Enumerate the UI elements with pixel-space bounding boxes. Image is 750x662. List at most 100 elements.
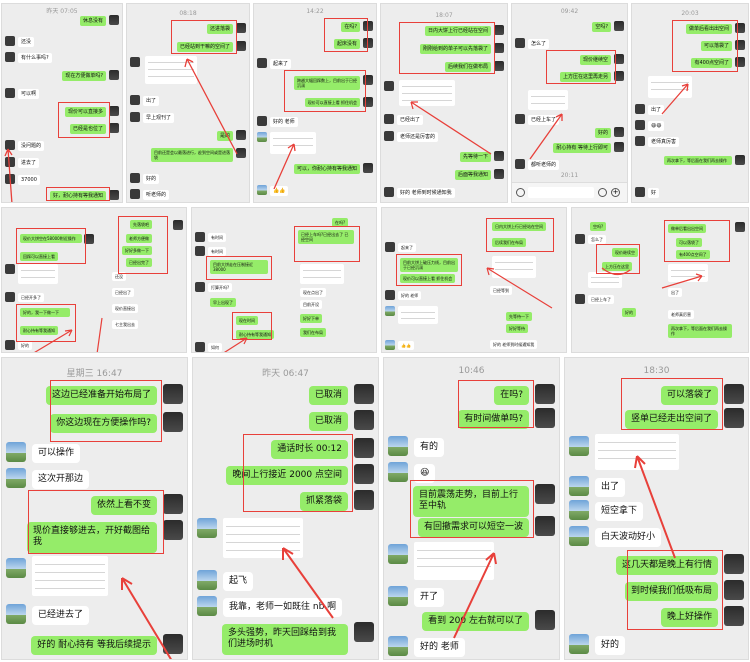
message: 晚间上行接近 2000 点空间 <box>226 466 348 486</box>
chat-screenshot-4: 18:07 日内大饼上行已经站在空间 刚刚给到的单子可以先落袋了 后续我们在做布… <box>380 3 508 203</box>
avatar <box>130 112 140 122</box>
trade-screenshot-card <box>223 518 303 558</box>
avatar <box>735 23 745 33</box>
avatar <box>236 130 246 140</box>
avatar <box>569 476 589 496</box>
message: 好的 老师 <box>398 291 422 300</box>
trade-screenshot-card <box>668 264 708 282</box>
message: 再次拿下，等后面在我们再去操作 <box>668 324 732 338</box>
highlight-box <box>118 216 168 274</box>
message-input[interactable] <box>528 187 594 198</box>
message: 你这边现在方便操作吗? <box>50 414 157 434</box>
trade-screenshot-card <box>648 76 692 98</box>
emoji-icon[interactable] <box>598 188 607 197</box>
message: 有400点空间了 <box>676 250 710 259</box>
chat-screenshot-8: 有时间 有时间 目前大饼走在压制接近38000 打算开吗? 早上出现了 现在时间… <box>191 207 377 353</box>
message: 现在时间 <box>236 316 258 325</box>
message: 有时间 <box>208 247 226 256</box>
timestamp: 昨天 07:05 <box>46 8 78 15</box>
message: 空吗? <box>592 22 611 33</box>
message: 打算开吗? <box>208 283 233 292</box>
message: 还进落袋 <box>206 24 233 35</box>
message: 竖单已经走出空间了 <box>624 410 718 430</box>
avatar <box>614 54 624 64</box>
highlight-box <box>486 218 554 252</box>
message: 做单后看出出空间 <box>668 224 706 233</box>
avatar <box>257 116 267 126</box>
avatar <box>735 40 745 50</box>
avatar <box>388 544 408 564</box>
avatar <box>195 232 205 242</box>
avatar <box>5 264 15 274</box>
chat-screenshot-2: 08:18 还进落袋 已经站到干嘛的空间了 出了 早上观刊了 是的 目前还是会以… <box>126 3 250 203</box>
voice-icon[interactable] <box>516 188 525 197</box>
avatar <box>257 58 267 68</box>
avatar <box>163 412 183 432</box>
highlight-box <box>46 187 110 201</box>
message: 进去了 <box>18 158 40 169</box>
avatar <box>494 61 504 71</box>
message: 目前还是会以最落进行，趁到空间或是进落袋 <box>151 148 233 162</box>
avatar <box>197 570 217 590</box>
avatar <box>236 23 246 33</box>
trade-screenshot-card <box>528 90 568 110</box>
message: 这几天都是晚上有行情 <box>615 556 718 576</box>
message: 通话时长 00:12 <box>271 440 348 460</box>
message: 出了 <box>648 105 665 116</box>
chat-screenshot-b1: 星期三 16:47 这边已经准备开始布局了 你这边现在方便操作吗? 可以操作 这… <box>1 357 188 660</box>
avatar <box>384 131 394 141</box>
message: 日内大饼上行已经站在空间 <box>424 26 491 37</box>
avatar <box>384 81 394 91</box>
avatar <box>388 586 408 606</box>
avatar <box>724 580 744 600</box>
highlight-box <box>621 378 723 430</box>
message: 现在方便做单吗? <box>62 71 106 82</box>
avatar <box>735 155 745 165</box>
highlight-box <box>243 434 353 512</box>
message: 好，耐心持有等我通知 <box>49 191 106 202</box>
highlight-box <box>16 304 76 342</box>
chat-screenshot-9: 起来了 目前大饼上破压力线，目前出于已经沉溺 现价可以直接上看 抓住机会 好的 … <box>381 207 567 353</box>
chat-screenshot-3: 14:22 在吗? 起床没有 起来了 跨越大幅回踩数上，目前出于已经沉溺 现价可… <box>253 3 377 203</box>
avatar <box>109 123 119 133</box>
avatar <box>5 174 15 184</box>
avatar <box>195 342 205 352</box>
trade-screenshot-card <box>18 264 58 284</box>
message: 后续我们在布局 <box>492 238 526 247</box>
message: 已取消 <box>308 412 348 432</box>
message: 短空拿下 <box>595 502 644 522</box>
message: 早上出现了 <box>210 298 236 307</box>
message: 出了 <box>595 478 626 498</box>
avatar <box>6 442 26 462</box>
input-bar[interactable]: + <box>512 182 627 202</box>
message: 起飞 <box>223 572 254 592</box>
message: 看到 200 左右就可以了 <box>422 612 529 632</box>
avatar <box>388 436 408 456</box>
message: 好的 老师到时候通知我 <box>397 188 455 199</box>
avatar <box>354 438 374 458</box>
message: 怎么了 <box>588 235 606 244</box>
avatar <box>257 185 267 195</box>
message: 先等待一下 <box>459 152 491 163</box>
message: 多头强势，昨天回踩给到我们进场时机 <box>222 624 348 655</box>
message: 已经上车吗?已经出去了 已经空间 <box>298 230 354 244</box>
avatar <box>236 148 246 158</box>
avatar <box>354 490 374 510</box>
avatar <box>385 242 395 252</box>
avatar <box>197 518 217 538</box>
avatar <box>535 516 555 536</box>
message: 现价直接够进去，开好截图给我 <box>27 522 157 553</box>
message: 好的 老师 <box>270 117 298 128</box>
highlight-box <box>627 550 723 630</box>
timestamp: 20:03 <box>681 10 699 17</box>
message: 现价大饼空在58000附近操作 <box>20 234 82 243</box>
avatar <box>724 554 744 574</box>
message: 开了 <box>414 588 445 608</box>
message: 已经上车了 <box>528 115 560 126</box>
message: 有的 <box>414 438 445 458</box>
avatar <box>5 36 15 46</box>
message: 老师真厉害 <box>648 137 680 148</box>
highlight-box <box>664 220 730 262</box>
avatar <box>195 282 205 292</box>
plus-icon[interactable]: + <box>611 188 620 197</box>
